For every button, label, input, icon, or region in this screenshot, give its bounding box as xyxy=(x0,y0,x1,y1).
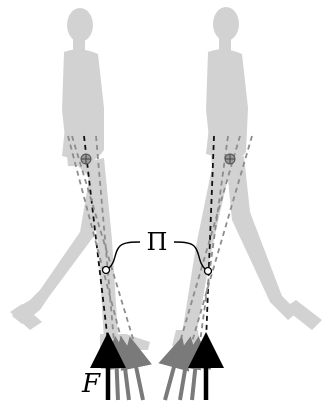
pivot-label: Π xyxy=(147,228,168,256)
left-force-arrows xyxy=(108,350,143,400)
left-arrow-gray-3 xyxy=(116,352,118,400)
force-label: F xyxy=(81,369,101,399)
right-force-arrows xyxy=(165,350,206,400)
right-arrow-gray-2 xyxy=(180,352,188,400)
right-pivot-point xyxy=(205,268,212,275)
left-center-of-mass-marker xyxy=(81,154,91,164)
left-arrow-gray-2 xyxy=(123,352,129,400)
right-arrow-gray-3 xyxy=(192,352,197,400)
left-pivot-leader xyxy=(109,242,140,268)
left-pivot-point xyxy=(103,267,110,274)
right-center-of-mass-marker xyxy=(225,154,235,164)
left-arrow-gray-1 xyxy=(133,352,143,400)
left-walker-silhouette xyxy=(10,8,150,350)
right-arrow-gray-1 xyxy=(165,352,178,400)
